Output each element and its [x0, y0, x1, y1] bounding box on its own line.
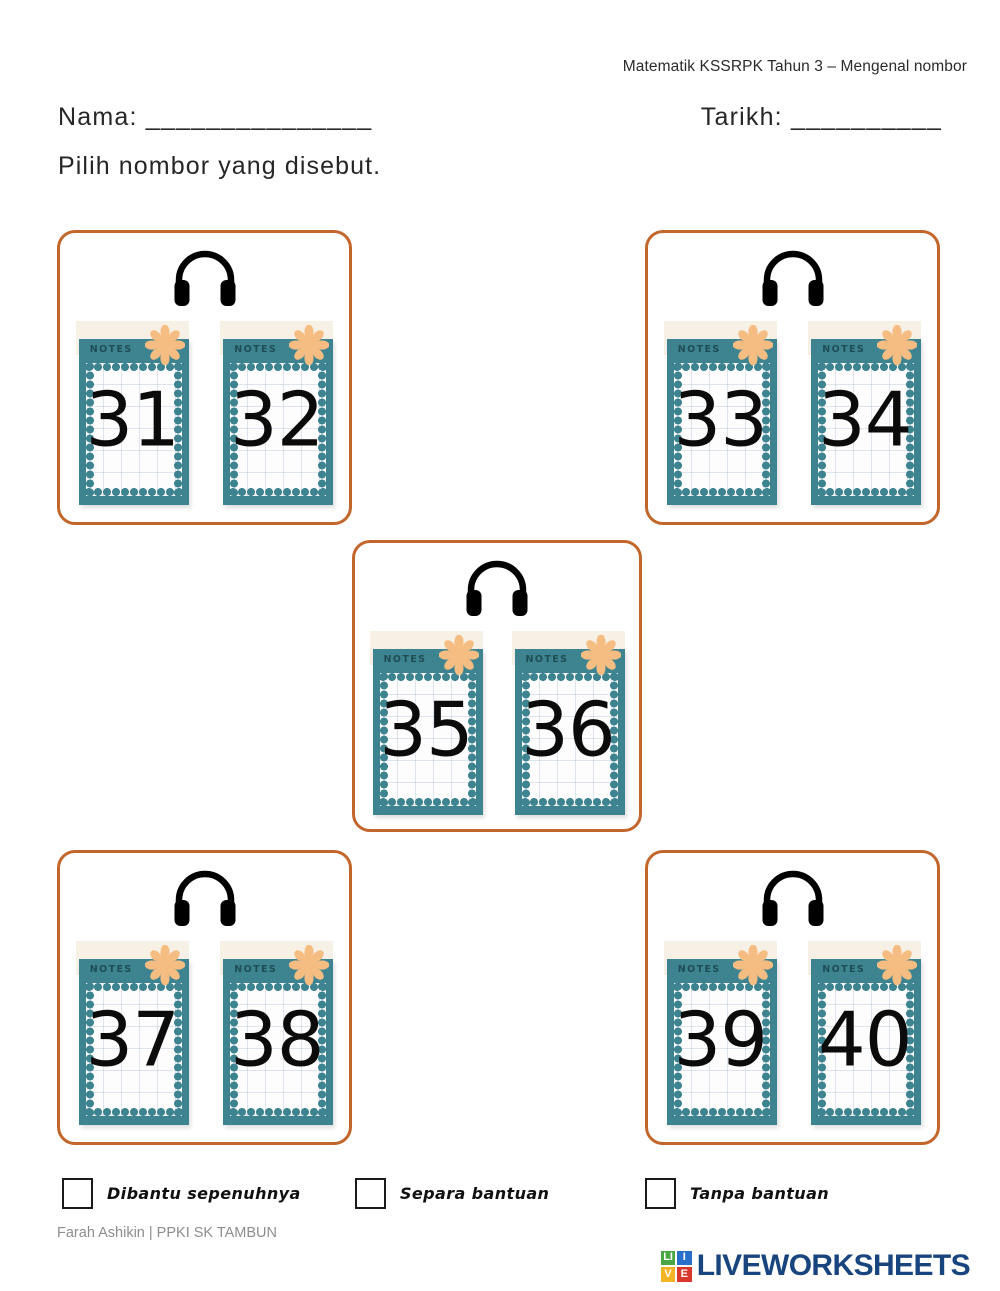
- flower-icon: [289, 945, 330, 985]
- note-label: NOTES: [822, 344, 866, 355]
- option-number: 40: [818, 995, 912, 1084]
- note-body: NOTES: [666, 339, 777, 505]
- question-card-2: NOTES 33 NOTES: [645, 230, 940, 525]
- headphones-icon[interactable]: [172, 870, 238, 928]
- option-number: 38: [230, 995, 324, 1084]
- option-number: 33: [673, 375, 768, 464]
- note-body: NOTES: [811, 339, 922, 505]
- option-number: 36: [521, 685, 615, 774]
- option-row: NOTES 35 NOTES: [355, 631, 639, 821]
- note-paper: [230, 983, 327, 1116]
- note-body: NOTES: [223, 959, 334, 1125]
- note-body: NOTES: [811, 959, 922, 1125]
- flower-icon: [580, 635, 621, 675]
- number-option[interactable]: NOTES 36: [511, 631, 625, 821]
- assessment-row: Dibantu sepenuhnya Separa bantuan Tanpa …: [0, 1178, 1000, 1214]
- author-credit: Farah Ashikin | PPKI SK TAMBUN: [57, 1225, 277, 1241]
- option-number: 37: [85, 995, 180, 1084]
- note-paper: [818, 983, 915, 1116]
- note-label: NOTES: [822, 964, 866, 975]
- option-number: 32: [230, 375, 324, 464]
- liveworksheets-logo[interactable]: LI I V E LIVEWORKSHEETS: [660, 1249, 971, 1283]
- note-paper: [85, 983, 182, 1116]
- note-body: NOTES: [78, 339, 189, 505]
- option-row: NOTES 33 NOTES: [648, 321, 937, 511]
- flower-icon: [732, 325, 773, 365]
- option-number: 34: [818, 375, 912, 464]
- question-card-3: NOTES 35 NOTES: [352, 540, 642, 832]
- logo-cell-l: LI: [660, 1250, 676, 1266]
- option-row: NOTES 31 NOTES: [60, 321, 349, 511]
- headphones-icon[interactable]: [760, 870, 826, 928]
- assessment-label: Tanpa bantuan: [690, 1184, 830, 1203]
- assessment-option-dibantu-sepenuhnya[interactable]: Dibantu sepenuhnya: [62, 1178, 301, 1209]
- note-body: NOTES: [666, 959, 777, 1125]
- logo-cell-i: I: [676, 1250, 692, 1266]
- headphones-icon[interactable]: [760, 250, 826, 308]
- note-body: NOTES: [223, 339, 334, 505]
- number-option[interactable]: NOTES 31: [75, 321, 189, 511]
- name-field-label: Nama: _______________: [58, 103, 373, 131]
- flower-icon: [144, 325, 185, 365]
- flower-icon: [438, 635, 479, 675]
- option-number: 35: [379, 685, 473, 774]
- assessment-label: Dibantu sepenuhnya: [107, 1184, 301, 1203]
- note-label: NOTES: [234, 344, 278, 355]
- note-label: NOTES: [677, 344, 721, 355]
- number-option[interactable]: NOTES 40: [808, 941, 922, 1131]
- checkbox[interactable]: [62, 1178, 93, 1209]
- note-paper: [379, 673, 476, 806]
- logo-cell-e: E: [676, 1266, 692, 1282]
- note-body: NOTES: [514, 649, 625, 815]
- number-option[interactable]: NOTES 35: [369, 631, 483, 821]
- note-label: NOTES: [89, 344, 133, 355]
- option-row: NOTES 39 NOTES: [648, 941, 937, 1131]
- liveworksheets-wordmark: LIVEWORKSHEETS: [696, 1249, 971, 1282]
- note-paper: [673, 983, 770, 1116]
- option-number: 39: [673, 995, 768, 1084]
- question-card-1: NOTES 31 NOTES: [57, 230, 352, 525]
- logo-cell-v: V: [660, 1266, 676, 1282]
- note-paper: [85, 363, 182, 496]
- assessment-option-separa-bantuan[interactable]: Separa bantuan: [355, 1178, 549, 1209]
- flower-icon: [877, 325, 918, 365]
- number-option[interactable]: NOTES 32: [220, 321, 334, 511]
- note-label: NOTES: [234, 964, 278, 975]
- worksheet-subject-note: Matematik KSSRPK Tahun 3 – Mengenal nomb…: [622, 58, 967, 75]
- note-label: NOTES: [677, 964, 721, 975]
- liveworksheets-grid-icon: LI I V E: [660, 1250, 692, 1282]
- number-option[interactable]: NOTES 34: [808, 321, 922, 511]
- option-number: 31: [85, 375, 180, 464]
- note-paper: [230, 363, 327, 496]
- note-label: NOTES: [383, 654, 427, 665]
- assessment-label: Separa bantuan: [400, 1184, 550, 1203]
- headphones-icon[interactable]: [172, 250, 238, 308]
- note-label: NOTES: [525, 654, 569, 665]
- number-option[interactable]: NOTES 33: [663, 321, 777, 511]
- question-card-5: NOTES 39 NOTES: [645, 850, 940, 1145]
- note-paper: [673, 363, 770, 496]
- number-option[interactable]: NOTES 39: [663, 941, 777, 1131]
- note-body: NOTES: [78, 959, 189, 1125]
- note-paper: [521, 673, 618, 806]
- option-row: NOTES 37 NOTES: [60, 941, 349, 1131]
- instruction-text: Pilih nombor yang disebut.: [58, 152, 382, 180]
- number-option[interactable]: NOTES 37: [75, 941, 189, 1131]
- number-option[interactable]: NOTES 38: [220, 941, 334, 1131]
- note-paper: [818, 363, 915, 496]
- assessment-option-tanpa-bantuan[interactable]: Tanpa bantuan: [645, 1178, 829, 1209]
- note-label: NOTES: [89, 964, 133, 975]
- checkbox[interactable]: [355, 1178, 386, 1209]
- flower-icon: [289, 325, 330, 365]
- question-card-4: NOTES 37 NOTES: [57, 850, 352, 1145]
- flower-icon: [144, 945, 185, 985]
- flower-icon: [732, 945, 773, 985]
- headphones-icon[interactable]: [464, 560, 530, 618]
- checkbox[interactable]: [645, 1178, 676, 1209]
- date-field-label: Tarikh: __________: [700, 103, 942, 131]
- note-body: NOTES: [372, 649, 483, 815]
- flower-icon: [877, 945, 918, 985]
